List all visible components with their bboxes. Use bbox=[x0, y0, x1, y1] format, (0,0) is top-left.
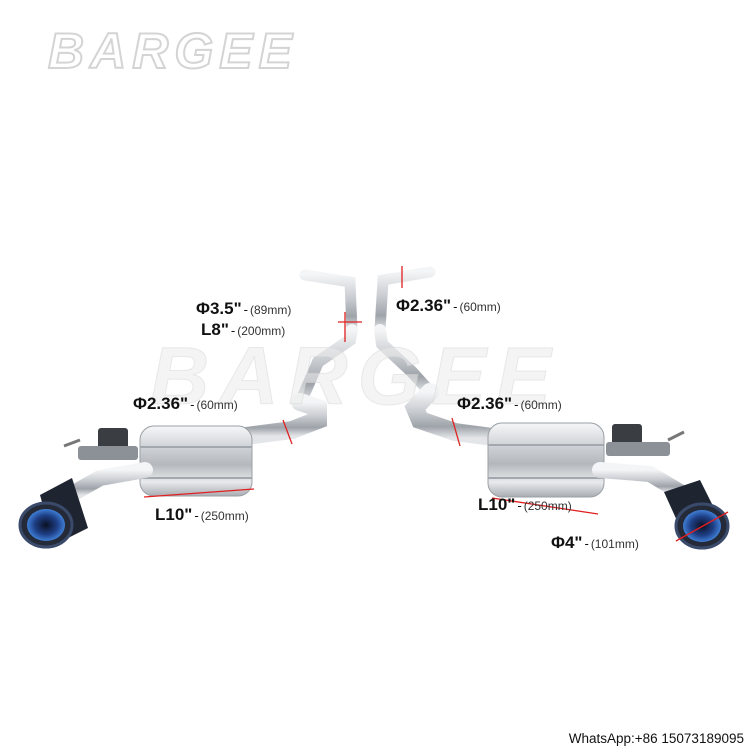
whatsapp-contact: WhatsApp:+86 15073189095 bbox=[568, 731, 744, 746]
brand-watermark: BARGEE bbox=[150, 331, 561, 423]
inlet-pipes bbox=[299, 266, 436, 336]
left-muffler bbox=[139, 425, 253, 497]
dimension-label-right-pipe: Φ2.36"-(60mm) bbox=[457, 394, 562, 413]
left-tailpipe bbox=[62, 462, 153, 503]
dimension-lines bbox=[143, 266, 729, 542]
right-exhaust-tip bbox=[664, 480, 730, 550]
left-exhaust-tip bbox=[18, 478, 88, 549]
dimension-label-right-muffler: L10"-(250mm) bbox=[478, 495, 572, 514]
left-midpipe bbox=[237, 324, 358, 445]
dimension-label-outlet-top: Φ2.36"-(60mm) bbox=[396, 296, 501, 315]
right-tailpipe bbox=[592, 462, 688, 500]
right-valve bbox=[606, 424, 685, 456]
right-muffler bbox=[487, 422, 605, 498]
right-midpipe bbox=[374, 324, 509, 447]
dimension-label-left-pipe: Φ2.36"-(60mm) bbox=[133, 394, 238, 413]
dimension-label-left-muffler: L10"-(250mm) bbox=[155, 505, 249, 524]
dimension-label-inlet: Φ3.5"-(89mm) bbox=[196, 299, 292, 318]
dimension-label-xpipe-length: L8"-(200mm) bbox=[201, 320, 286, 339]
brand-logo: BARGEE bbox=[47, 22, 298, 80]
dimension-label-tip: Φ4"-(101mm) bbox=[551, 533, 639, 552]
left-valve bbox=[63, 428, 138, 460]
